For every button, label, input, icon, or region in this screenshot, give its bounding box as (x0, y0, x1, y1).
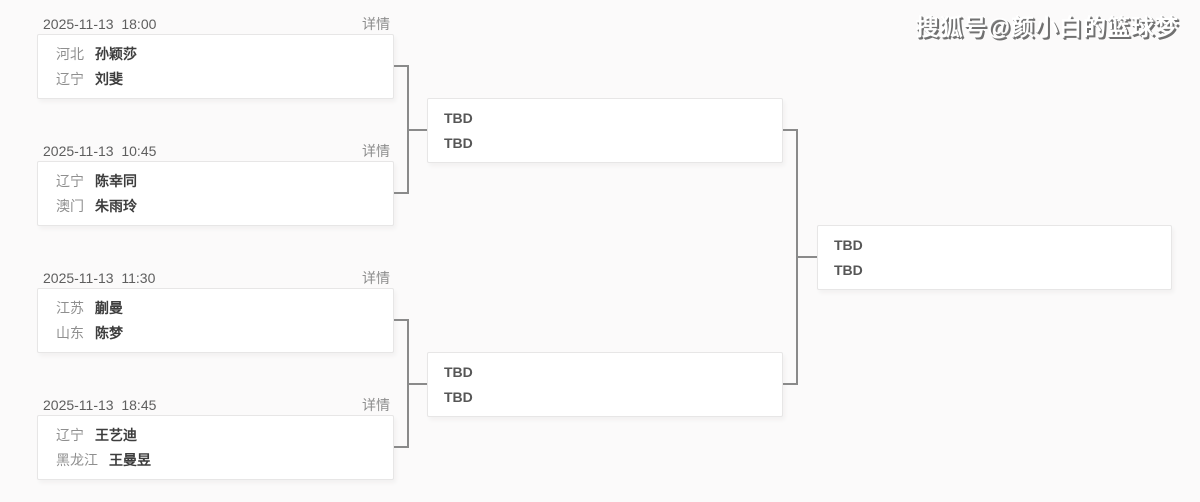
match-box: TBD TBD (817, 225, 1172, 290)
details-link[interactable]: 详情 (362, 142, 390, 159)
match-card-sf2: TBD TBD (427, 352, 783, 417)
match-box: 辽宁王艺迪 黑龙江王曼昱 (37, 415, 394, 480)
player-name: 蒯曼 (95, 299, 123, 316)
match-datetime: 2025-11-13 11:30 (43, 269, 156, 286)
connector-line (407, 129, 427, 131)
player-region: 山东 (56, 325, 84, 342)
tbd-slot: TBD (834, 262, 863, 279)
details-link[interactable]: 详情 (362, 396, 390, 413)
match-box: 辽宁陈幸同 澳门朱雨玲 (37, 161, 394, 226)
connector-line (783, 383, 798, 385)
tbd-slot: TBD (834, 236, 863, 253)
tbd-slot: TBD (444, 109, 473, 126)
match-box: TBD TBD (427, 352, 783, 417)
player-region: 辽宁 (56, 426, 84, 443)
match-card-sf1: TBD TBD (427, 98, 783, 163)
player-name: 朱雨玲 (95, 198, 137, 215)
player-name: 陈梦 (95, 325, 123, 342)
connector-line (394, 192, 409, 194)
player-row: 辽宁王艺迪 (38, 426, 393, 444)
match-card-qf1: 2025-11-13 18:00 详情 河北孙颖莎 辽宁刘斐 (37, 13, 394, 99)
connector-line (407, 383, 427, 385)
player-name: 孙颖莎 (95, 45, 137, 62)
match-box: TBD TBD (427, 98, 783, 163)
match-card-final: TBD TBD (817, 225, 1172, 290)
match-datetime: 2025-11-13 18:00 (43, 15, 157, 32)
player-row: 澳门朱雨玲 (38, 197, 393, 215)
match-datetime: 2025-11-13 18:45 (43, 396, 157, 413)
player-region: 辽宁 (56, 172, 84, 189)
match-datetime: 2025-11-13 10:45 (43, 142, 157, 159)
sohu-watermark: 搜狐号@颜小白的篮球梦 (915, 14, 1179, 40)
player-row: 河北孙颖莎 (38, 45, 393, 63)
player-row: 辽宁刘斐 (38, 70, 393, 88)
player-region: 辽宁 (56, 71, 84, 88)
player-name: 王曼昱 (109, 452, 151, 469)
player-name: 陈幸同 (95, 172, 137, 189)
tbd-slot: TBD (444, 363, 473, 380)
tbd-slot: TBD (444, 389, 473, 406)
match-card-qf4: 2025-11-13 18:45 详情 辽宁王艺迪 黑龙江王曼昱 (37, 394, 394, 480)
player-region: 河北 (56, 45, 84, 62)
player-name: 王艺迪 (95, 426, 137, 443)
details-link[interactable]: 详情 (362, 269, 390, 286)
match-header: 2025-11-13 11:30 详情 (37, 267, 394, 288)
player-region: 江苏 (56, 299, 84, 316)
connector-line (796, 256, 817, 258)
match-box: 江苏蒯曼 山东陈梦 (37, 288, 394, 353)
match-header: 2025-11-13 18:00 详情 (37, 13, 394, 34)
match-box: 河北孙颖莎 辽宁刘斐 (37, 34, 394, 99)
player-region: 澳门 (56, 198, 84, 215)
player-region: 黑龙江 (56, 452, 98, 469)
player-row: 黑龙江王曼昱 (38, 451, 393, 469)
player-row: 江苏蒯曼 (38, 299, 393, 317)
match-header: 2025-11-13 18:45 详情 (37, 394, 394, 415)
connector-line (394, 446, 409, 448)
player-row: 辽宁陈幸同 (38, 172, 393, 190)
connector-line (394, 65, 409, 67)
details-link[interactable]: 详情 (362, 15, 390, 32)
tbd-slot: TBD (444, 135, 473, 152)
match-card-qf3: 2025-11-13 11:30 详情 江苏蒯曼 山东陈梦 (37, 267, 394, 353)
match-card-qf2: 2025-11-13 10:45 详情 辽宁陈幸同 澳门朱雨玲 (37, 140, 394, 226)
match-header: 2025-11-13 10:45 详情 (37, 140, 394, 161)
connector-line (783, 129, 798, 131)
connector-line (394, 319, 409, 321)
player-name: 刘斐 (95, 71, 123, 88)
player-row: 山东陈梦 (38, 324, 393, 342)
